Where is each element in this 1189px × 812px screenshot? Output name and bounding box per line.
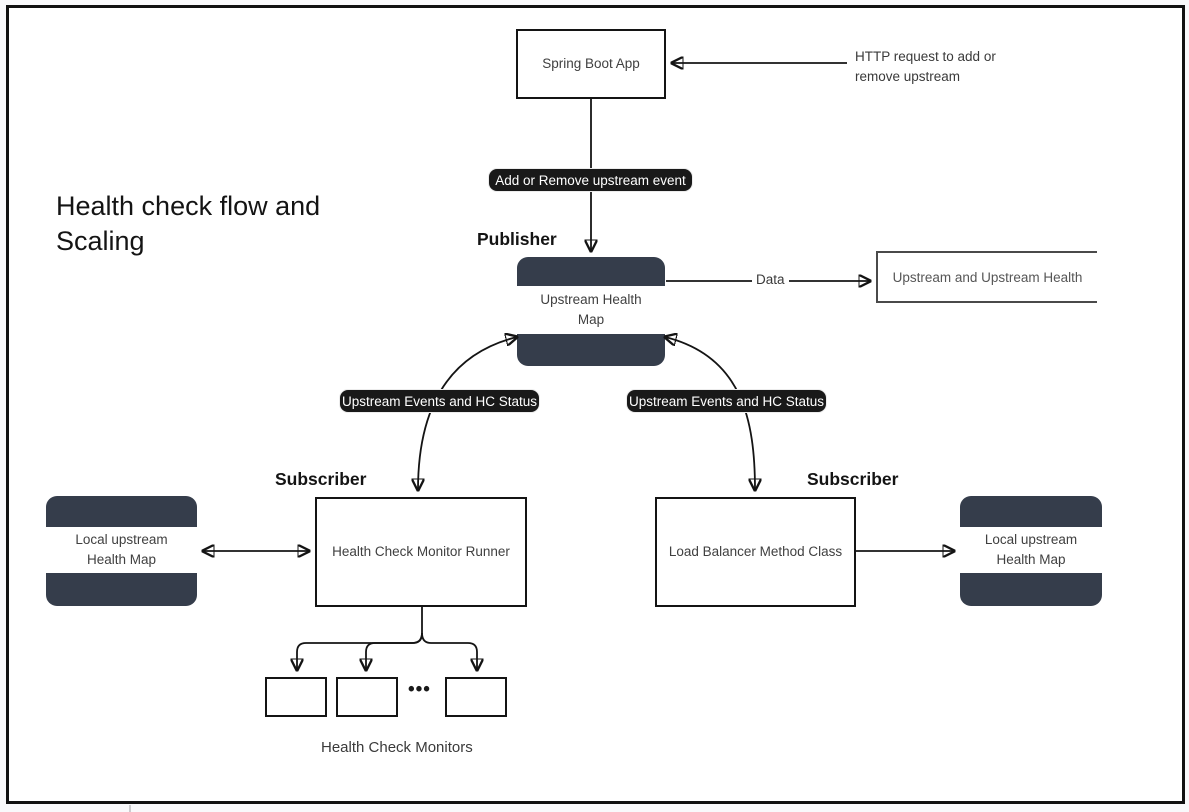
health-check-monitor-box-2[interactable] bbox=[336, 677, 398, 717]
health-check-monitor-box-1[interactable] bbox=[265, 677, 327, 717]
canvas-edge-mark bbox=[129, 805, 131, 812]
monitors-ellipsis: ••• bbox=[408, 679, 431, 700]
upstream-and-upstream-health-label: Upstream and Upstream Health bbox=[892, 269, 1083, 285]
hc-status-left-badge-label: Upstream Events and HC Status bbox=[341, 393, 538, 409]
health-check-monitor-runner-node[interactable]: Health Check Monitor Runner bbox=[315, 497, 527, 607]
load-balancer-method-class-node[interactable]: Load Balancer Method Class bbox=[655, 497, 856, 607]
http-request-annotation: HTTP request to add or remove upstream bbox=[855, 49, 996, 85]
health-check-monitors-caption: Health Check Monitors bbox=[321, 739, 473, 756]
hc-status-right-badge[interactable]: Upstream Events and HC Status bbox=[627, 390, 826, 412]
local-upstream-health-map-right-node[interactable]: Local upstream Health Map bbox=[960, 496, 1102, 606]
diagram-frame bbox=[6, 5, 1185, 804]
local-upstream-health-map-left-label: Local upstream Health Map bbox=[46, 527, 197, 573]
hc-status-left-badge[interactable]: Upstream Events and HC Status bbox=[340, 390, 539, 412]
diagram-title: Health check flow and Scaling bbox=[56, 191, 321, 256]
load-balancer-method-class-label: Load Balancer Method Class bbox=[668, 543, 843, 559]
data-edge-label: Data bbox=[752, 272, 789, 287]
add-remove-event-badge[interactable]: Add or Remove upstream event bbox=[489, 169, 692, 191]
spring-boot-app-node[interactable]: Spring Boot App bbox=[516, 29, 666, 99]
upstream-health-map-node[interactable]: Upstream Health Map bbox=[517, 257, 665, 366]
health-check-monitor-runner-label: Health Check Monitor Runner bbox=[332, 543, 510, 559]
local-upstream-health-map-left-node[interactable]: Local upstream Health Map bbox=[46, 496, 197, 606]
spring-boot-app-label: Spring Boot App bbox=[542, 55, 640, 71]
health-check-monitor-box-3[interactable] bbox=[445, 677, 507, 717]
local-upstream-health-map-right-label: Local upstream Health Map bbox=[960, 527, 1102, 573]
publisher-label: Publisher bbox=[477, 229, 557, 249]
subscriber-right-label: Subscriber bbox=[807, 469, 899, 489]
upstream-health-map-label: Upstream Health Map bbox=[517, 286, 665, 334]
add-remove-event-badge-label: Add or Remove upstream event bbox=[495, 172, 686, 188]
hc-status-right-badge-label: Upstream Events and HC Status bbox=[628, 393, 825, 409]
subscriber-left-label: Subscriber bbox=[275, 469, 367, 489]
upstream-and-upstream-health-node[interactable]: Upstream and Upstream Health bbox=[876, 251, 1097, 303]
